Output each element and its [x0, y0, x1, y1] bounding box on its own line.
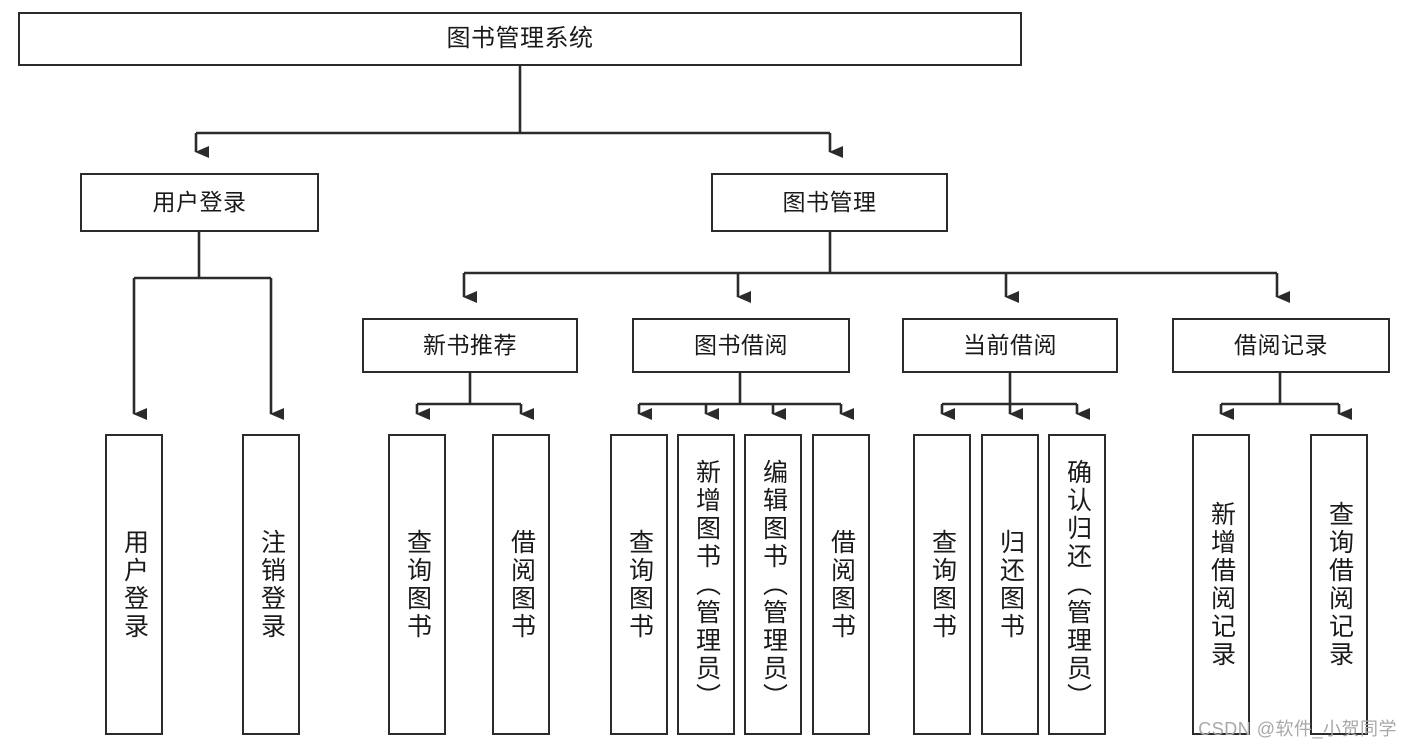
- node-label: 编辑图书（管理员）: [759, 458, 788, 711]
- node-label: 图书管理系统: [446, 24, 594, 52]
- node-label: 查询图书: [928, 528, 957, 641]
- leaf-borrow-record-add[interactable]: 新增借阅记录: [1192, 434, 1250, 735]
- node-label: 新书推荐: [423, 331, 517, 358]
- node-label: 当前借阅: [963, 331, 1057, 358]
- leaf-current-borrow-confirm-admin[interactable]: 确认归还（管理员）: [1048, 434, 1106, 735]
- node-current-borrow[interactable]: 当前借阅: [902, 318, 1118, 373]
- leaf-borrow-record-query[interactable]: 查询借阅记录: [1310, 434, 1368, 735]
- node-book-management[interactable]: 图书管理: [711, 173, 948, 232]
- leaf-current-borrow-query[interactable]: 查询图书: [913, 434, 971, 735]
- node-book-borrow[interactable]: 图书借阅: [632, 318, 850, 373]
- node-label: 确认归还（管理员）: [1063, 458, 1092, 711]
- leaf-user-login-signin[interactable]: 用户登录: [105, 434, 163, 735]
- leaf-book-borrow-edit-admin[interactable]: 编辑图书（管理员）: [744, 434, 802, 735]
- leaf-book-borrow-borrow[interactable]: 借阅图书: [812, 434, 870, 735]
- leaf-book-borrow-add-admin[interactable]: 新增图书（管理员）: [677, 434, 735, 735]
- node-label: 用户登录: [152, 188, 247, 215]
- leaf-current-borrow-return[interactable]: 归还图书: [981, 434, 1039, 735]
- node-label: 借阅记录: [1234, 331, 1328, 358]
- node-label: 借阅图书: [507, 528, 536, 641]
- leaf-new-book-query[interactable]: 查询图书: [388, 434, 446, 735]
- leaf-book-borrow-query[interactable]: 查询图书: [610, 434, 668, 735]
- node-label: 图书借阅: [694, 331, 788, 358]
- node-new-book-recommend[interactable]: 新书推荐: [362, 318, 578, 373]
- node-user-login[interactable]: 用户登录: [80, 173, 319, 232]
- csdn-watermark: CSDN @软件_小贺同学: [1198, 719, 1397, 739]
- node-label: 用户登录: [120, 528, 149, 641]
- node-label: 查询图书: [403, 528, 432, 641]
- node-label: 注销登录: [257, 528, 286, 641]
- node-root-book-management-system[interactable]: 图书管理系统: [18, 12, 1022, 66]
- node-label: 新增图书（管理员）: [692, 458, 721, 711]
- leaf-user-login-signout[interactable]: 注销登录: [242, 434, 300, 735]
- leaf-new-book-borrow[interactable]: 借阅图书: [492, 434, 550, 735]
- node-label: 新增借阅记录: [1207, 500, 1236, 669]
- node-label: 借阅图书: [827, 528, 856, 641]
- node-label: 归还图书: [996, 528, 1025, 641]
- node-borrow-record[interactable]: 借阅记录: [1172, 318, 1390, 373]
- node-label: 图书管理: [782, 188, 877, 215]
- node-label: 查询图书: [625, 528, 654, 641]
- node-label: 查询借阅记录: [1325, 500, 1354, 669]
